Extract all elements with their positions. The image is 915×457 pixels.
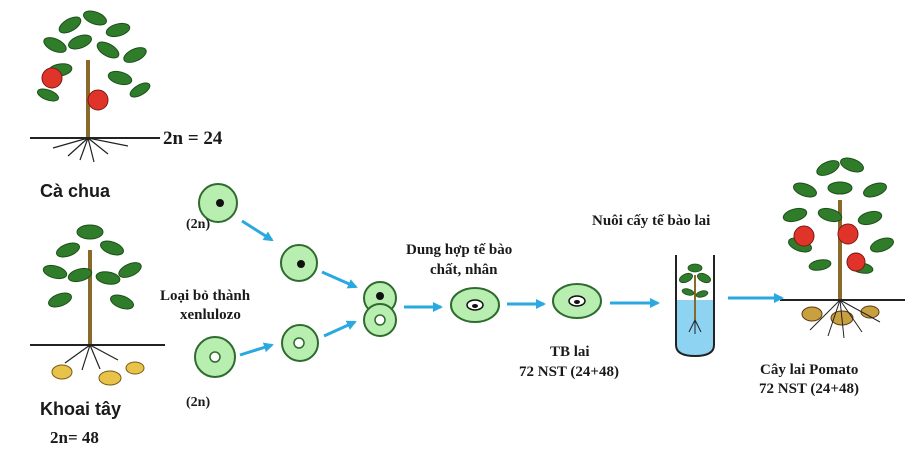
pomato-label-line1: Cây lai Pomato [760, 362, 859, 378]
potato-chromosome-label: 2n= 48 [50, 428, 99, 447]
potato-protoplast [281, 324, 319, 362]
culture-label: Nuôi cấy tế bào lai [592, 213, 711, 229]
hybrid-cell-label-line1: TB lai [550, 344, 590, 360]
tomato-chromosome-label: 2n = 24 [163, 128, 223, 149]
hybrid-cell-label-line2: 72 NST (24+48) [519, 364, 619, 380]
fusion-label-line2: chất, nhân [430, 262, 498, 278]
hybrid-cell [552, 283, 602, 319]
culture-tube [675, 255, 715, 358]
pomato-plant-image [780, 157, 905, 339]
arrow-potato-to-protoplast [239, 342, 274, 357]
potato-plant-image [30, 224, 165, 386]
tomato-name-label: Cà chua [40, 181, 111, 201]
tomato-protoplast [280, 244, 318, 282]
fusion-label-line1: Dung hợp tế bào [406, 242, 513, 258]
arrow-tomato-to-protoplast [241, 219, 274, 242]
wall-removal-label-line2: xenlulozo [180, 307, 241, 323]
potato-name-label: Khoai tây [40, 399, 122, 419]
tomato-cell [198, 183, 238, 223]
arrow-potato-protoplast-to-fusion [323, 320, 357, 338]
wall-removal-label-line1: Loại bỏ thành [160, 288, 251, 304]
top-cell-ploidy-label: (2n) [186, 217, 211, 232]
potato-cell [194, 336, 236, 378]
pomato-label-line2: 72 NST (24+48) [759, 381, 859, 397]
fused-cell [450, 287, 500, 323]
tomato-plant-image [30, 10, 160, 163]
arrow-tomato-protoplast-to-fusion [321, 270, 358, 289]
fusing-protoplasts [363, 281, 397, 337]
bottom-cell-ploidy-label: (2n) [186, 395, 211, 410]
